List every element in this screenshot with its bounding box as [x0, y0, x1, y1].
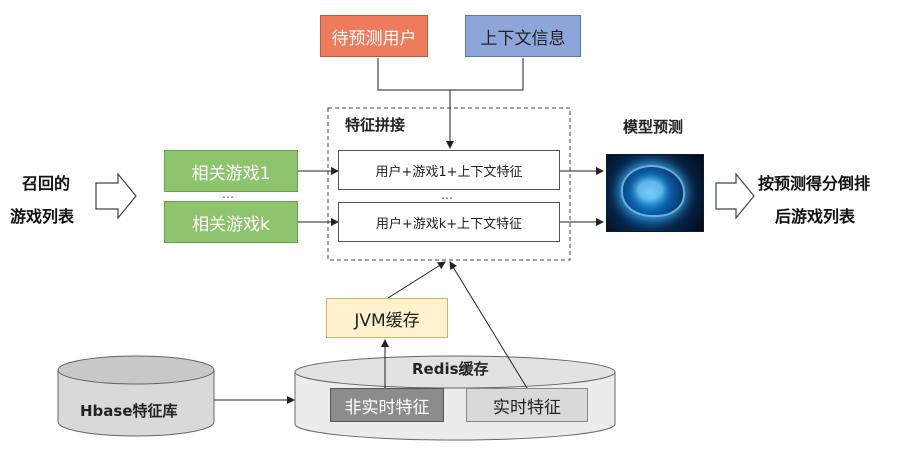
non-realtime-features-box: 非实时特征 [330, 388, 444, 422]
jvm-to-concat-arrow [387, 261, 446, 299]
output-flow-arrow [715, 172, 755, 220]
output-label-line2: 后游戏列表 [775, 207, 856, 226]
hbase-cylinder [57, 355, 215, 437]
output-label-line1: 按预测得分倒排 [758, 174, 871, 193]
recall-flow-arrow [95, 172, 137, 220]
users-to-concat-line [377, 58, 450, 91]
feature-concat-title: 特征拼接 [345, 116, 406, 134]
users-to-predict-box: 待预测用户 [320, 15, 428, 57]
related-game-1-box: 相关游戏1 [164, 150, 298, 192]
brain-model-image [606, 154, 704, 232]
recall-list-label-line2: 游戏列表 [10, 207, 75, 226]
model-prediction-title: 模型预测 [623, 118, 684, 136]
context-info-box: 上下文信息 [465, 15, 581, 57]
recall-list-label-line1: 召回的 [22, 174, 71, 193]
feature-row-game1: 用户+游戏1+上下文特征 [338, 150, 560, 190]
context-to-concat-arrow [446, 58, 524, 149]
feature-rows-ellipsis: … [441, 188, 453, 202]
feature-concat-container [327, 107, 571, 261]
related-game-k-box: 相关游戏k [164, 201, 298, 243]
redis-cache-title: Redis缓存 [412, 360, 489, 378]
jvm-cache-box: JVM缓存 [326, 298, 448, 338]
related-games-ellipsis: … [222, 187, 234, 201]
hbase-feature-store-label: Hbase特征库 [80, 402, 178, 420]
realtime-to-concat-arrow [449, 261, 528, 389]
feature-row-gamek: 用户+游戏k+上下文特征 [338, 202, 560, 242]
realtime-features-box: 实时特征 [466, 388, 588, 422]
